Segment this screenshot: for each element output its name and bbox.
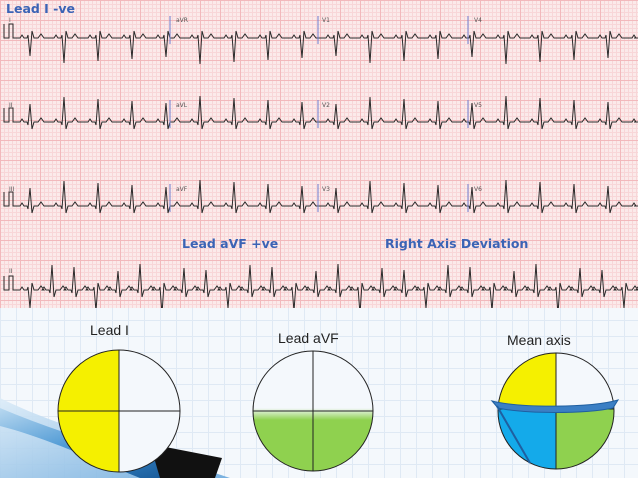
ecg-trace-row-1 [3, 23, 638, 65]
ecg-trace-row-2 [3, 95, 638, 130]
lead-avf-positive-title: Lead aVF +ve [182, 236, 279, 251]
lead-label-avl: aVL [176, 102, 188, 109]
lead-label-avf: aVF [176, 186, 188, 193]
lead-avf-diagram-label: Lead aVF [278, 330, 339, 346]
lead-label-v4: V4 [474, 17, 482, 24]
ecg-traces [3, 16, 638, 308]
lead-label-rhythm-ii: II [9, 268, 13, 275]
lead-i-diagram-label: Lead I [90, 322, 129, 338]
right-axis-deviation-title: Right Axis Deviation [385, 236, 529, 251]
lead-label-ii: II [9, 102, 13, 109]
ecg-strip: Lead I -ve Lead aVF +ve Right Axis Devia… [0, 0, 638, 308]
lead-label-v1: V1 [322, 17, 330, 24]
lead-i-negative-title: Lead I -ve [6, 1, 75, 16]
lead-label-v5: V5 [474, 102, 482, 109]
lead-avf-diagram [252, 350, 374, 472]
lead-i-diagram [57, 349, 181, 473]
lead-label-i: I [9, 17, 11, 24]
lead-label-avr: aVR [176, 17, 188, 24]
lead-label-v6: V6 [474, 186, 482, 193]
mean-axis-diagram-label: Mean axis [507, 332, 571, 348]
lead-label-v2: V2 [322, 102, 330, 109]
axis-arc-arrow [490, 399, 620, 413]
lead-label-v3: V3 [322, 186, 330, 193]
axis-diagrams [0, 349, 620, 478]
ecg-trace-row-4 [3, 263, 638, 308]
lead-label-iii: III [9, 186, 15, 193]
mean-axis-diagram [490, 352, 620, 470]
ecg-trace-row-3 [3, 179, 638, 214]
